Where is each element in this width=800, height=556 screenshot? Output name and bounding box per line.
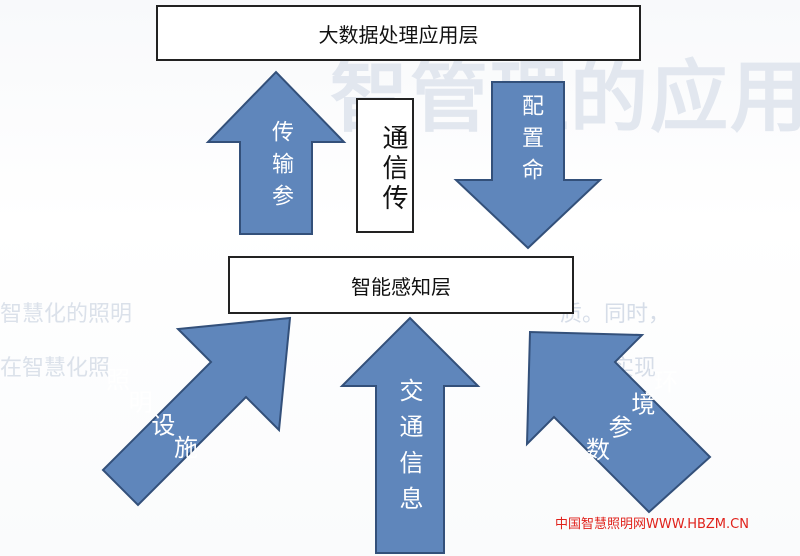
down-arrow-config [453, 81, 603, 250]
traffic-arrow-label: 交通信息 [395, 378, 423, 522]
lighting-char: 设 [151, 411, 176, 440]
lighting-char: 明 [128, 388, 153, 417]
source-watermark: 中国智慧照明网WWW.HBZM.CN [555, 517, 749, 532]
environment-char: 数 [586, 435, 611, 464]
lighting-char: 照 [106, 366, 131, 395]
diagonal-arrow-environment [525, 330, 712, 514]
application-layer-label: 大数据处理应用层 [318, 22, 479, 47]
application-layer-box: 大数据处理应用层 [156, 5, 641, 61]
up-arrow-transmit [205, 70, 347, 235]
sensing-layer-label: 智能感知层 [351, 274, 451, 299]
up-arrow-traffic [339, 316, 481, 554]
diagonal-arrow-lighting [101, 316, 292, 507]
sensing-layer-box: 智能感知层 [228, 256, 574, 314]
communication-layer-box: 通信传 [356, 98, 414, 233]
transmit-arrow-label: 传输参 [268, 120, 293, 216]
communication-layer-label: 通信传 [378, 123, 408, 214]
config-arrow-label: 配置命 [518, 94, 543, 190]
environment-char: 环 [653, 368, 678, 397]
lighting-char: 施 [173, 433, 198, 462]
environment-char: 参 [608, 413, 633, 442]
environment-char: 境 [631, 390, 656, 419]
